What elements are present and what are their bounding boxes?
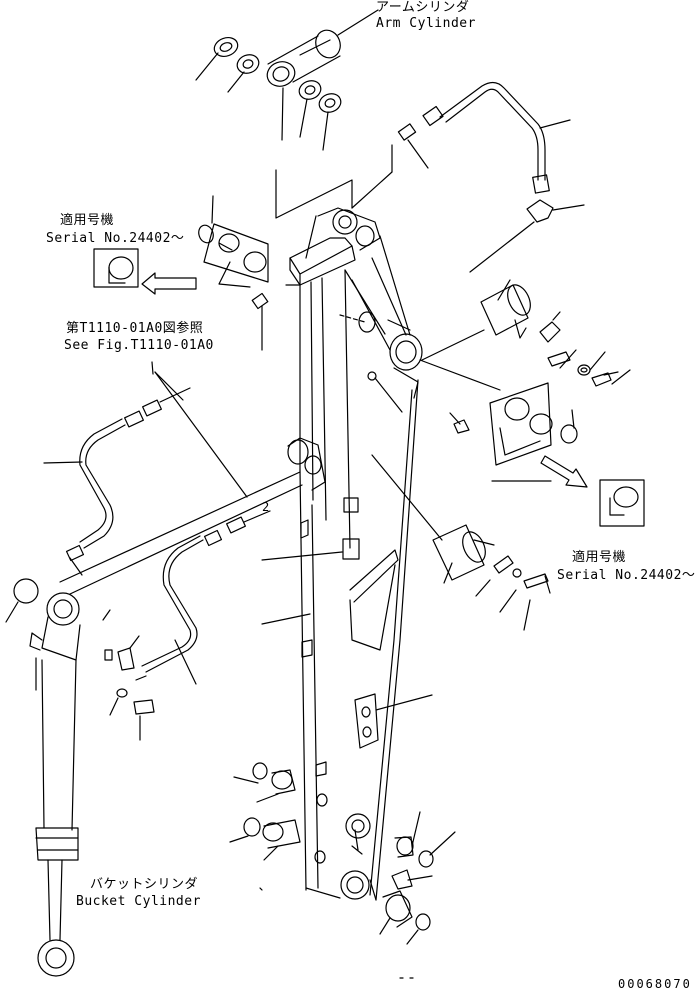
bucket-cylinder	[5, 578, 155, 977]
drawing-number: 00068070	[618, 977, 692, 991]
bucket-cylinder-label-jp: バケットシリンダ	[90, 877, 199, 892]
arm-cylinder-pin-right	[419, 279, 631, 391]
arm-leaders	[261, 144, 393, 625]
arm-cylinder-label-jp: アームシリンダ	[376, 0, 470, 15]
arm-body	[285, 207, 433, 901]
bucket-cylinder-pin	[371, 454, 551, 631]
applicable-serial-label-jp-left: 適用号機	[60, 213, 115, 228]
bucket-hoses	[43, 361, 303, 685]
lower-bushings	[229, 762, 456, 979]
callout-number-2: 2	[262, 500, 270, 514]
applicable-serial-label-jp-right: 適用号機	[572, 550, 627, 565]
arm-cylinder-label-en: Arm Cylinder	[376, 16, 476, 31]
arm-pipe-group	[397, 81, 585, 273]
bushing-group-upper-left	[93, 195, 269, 351]
serial-number-right: Serial No.24402～	[557, 568, 696, 583]
see-figure-label-en: See Fig.T1110-01A0	[64, 338, 214, 353]
serial-number-left: Serial No.24402～	[46, 231, 185, 246]
bushing-group-right	[367, 371, 645, 527]
bucket-cylinder-label-en: Bucket Cylinder	[76, 894, 201, 909]
see-figure-label-jp: 第T1110-01A0図参照	[66, 321, 204, 336]
arm-cylinder-pin-group	[195, 9, 379, 219]
